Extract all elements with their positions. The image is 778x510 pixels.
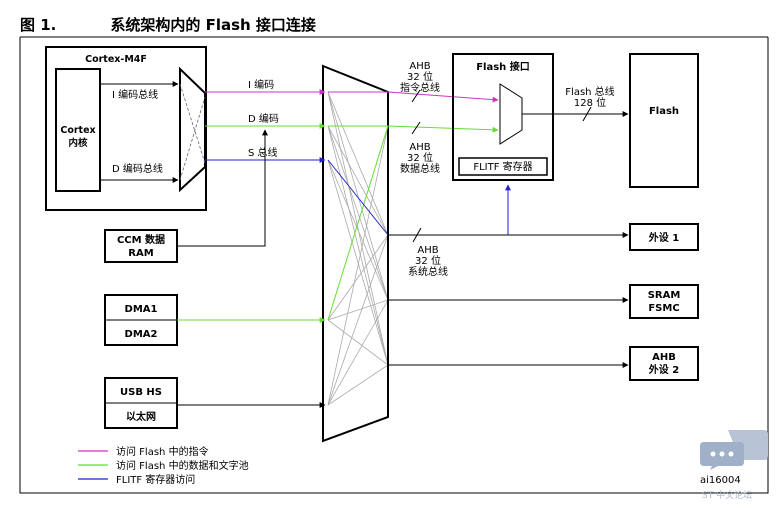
cortex-core-label-1: Cortex — [60, 125, 95, 136]
flash-block — [629, 53, 699, 188]
figure-caption: 系统架构内的 Flash 接口连接 — [110, 16, 316, 34]
figure-number: 图 1. — [20, 16, 57, 34]
legend-label-register: FLITF 寄存器访问 — [116, 473, 195, 486]
ahb-instr-slash — [411, 89, 421, 103]
flash-interface-mux — [499, 83, 523, 145]
cortex-m4f-label: Cortex-M4F — [85, 54, 147, 65]
figure-title: 图 1. 系统架构内的 Flash 接口连接 — [20, 14, 316, 35]
ahb-instr-label-2: 32 位 — [407, 70, 433, 83]
periph1-block — [629, 223, 699, 251]
ahb-periph2-label-2: 外设 2 — [648, 363, 679, 376]
flitf-register-label: FLITF 寄存器 — [473, 160, 532, 173]
ahb-data-line — [387, 125, 499, 133]
legend-label-data: 访问 Flash 中的数据和文字池 — [116, 459, 249, 472]
ahb-data-slash — [411, 121, 421, 135]
figure-frame — [19, 37, 769, 494]
flitf-register-block — [458, 157, 548, 176]
dma1-label: DMA1 — [125, 304, 158, 315]
core-mux-cross-1 — [179, 83, 206, 164]
ccm-ram-link — [177, 129, 268, 247]
ahb-data-label-1: AHB — [409, 142, 430, 153]
ahb-periph2-block — [629, 346, 699, 381]
flash-bus-slash — [582, 106, 592, 122]
ahb-instr-line — [387, 91, 499, 103]
fsmc-label: FSMC — [648, 303, 679, 314]
cortex-core-label-2: 内核 — [68, 137, 88, 149]
matrix-path-register — [327, 159, 389, 236]
chat-bubble-icon — [700, 430, 768, 470]
ahb-system-slash — [412, 227, 422, 243]
ccm-ram-label-1: CCM 数据 — [117, 233, 165, 246]
core-mux — [179, 66, 206, 193]
ethernet-label: 以太网 — [126, 410, 156, 423]
sram-fsmc-block — [629, 284, 699, 319]
ahb-data-label-2: 32 位 — [407, 151, 433, 164]
flash-interface-label: Flash 接口 — [476, 60, 530, 73]
ahb-system-label-3: 系统总线 — [408, 265, 448, 278]
core-mux-cross-2 — [179, 96, 206, 181]
ahb-periph2-label-1: AHB — [652, 352, 676, 363]
ahb-system-label-1: AHB — [417, 245, 438, 256]
cortex-core-block — [55, 68, 101, 192]
flash-bus-label-1: Flash 总线 — [565, 85, 614, 98]
ccm-ram-label-2: RAM — [128, 248, 153, 259]
s-bus-label: S 总线 — [248, 146, 278, 159]
matrix-path-dma-data — [327, 125, 389, 321]
d-code-bus-label: D 编码总线 — [112, 162, 163, 175]
sram-label: SRAM — [648, 290, 681, 301]
bus-matrix-crosslines — [327, 91, 389, 406]
flash-bus-label-2: 128 位 — [574, 96, 606, 109]
periph1-label: 外设 1 — [648, 231, 679, 244]
usb-hs-label: USB HS — [120, 387, 162, 398]
figure-id-code: ai16004 — [700, 475, 741, 486]
watermark-text: ST 中文论坛 — [702, 491, 753, 501]
flash-interface-block — [452, 53, 554, 181]
ahb-instr-label-1: AHB — [409, 61, 430, 72]
legend-label-instruction: 访问 Flash 中的指令 — [116, 445, 209, 458]
flash-label: Flash — [649, 106, 679, 117]
ahb-system-label-2: 32 位 — [415, 254, 441, 267]
ahb-data-label-3: 数据总线 — [400, 162, 440, 175]
i-code-bus-label: I 编码总线 — [112, 88, 158, 101]
dma2-label: DMA2 — [125, 329, 158, 340]
legend: 访问 Flash 中的指令 访问 Flash 中的数据和文字池 FLITF 寄存… — [78, 445, 249, 486]
ahb-instr-label-3: 指令总线 — [400, 81, 440, 94]
bus-matrix — [322, 64, 389, 443]
i-code-label: I 编码 — [248, 78, 274, 91]
d-code-label: D 编码 — [248, 112, 279, 125]
